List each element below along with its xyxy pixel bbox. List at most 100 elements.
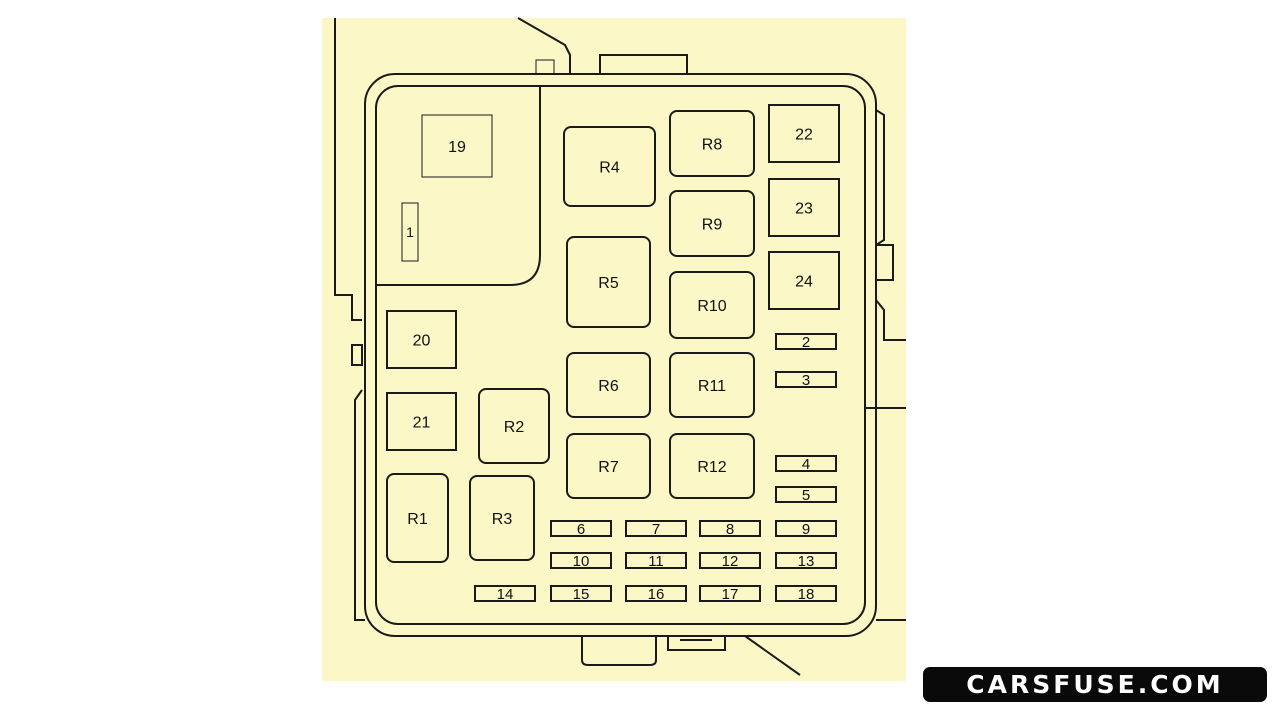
relay-label: R8: [702, 136, 723, 153]
mini-fuse-label: 2: [802, 334, 810, 351]
relay-label: R2: [504, 419, 525, 436]
mini-fuse-label: 16: [648, 586, 665, 603]
relay-outline: [669, 110, 755, 177]
fuse-22: 22: [768, 104, 840, 163]
relay-r7: R7: [566, 433, 651, 499]
mini-fuse-11: 11: [625, 552, 687, 570]
mini-fuse-label: 12: [722, 553, 739, 570]
relay-label: R5: [598, 275, 619, 292]
mini-fuse-5: 5: [775, 486, 837, 504]
relay-outline: [563, 126, 656, 207]
mini-fuse-9: 9: [775, 520, 837, 538]
mini-fuse-outline: [550, 552, 612, 569]
mini-fuse-outline: [699, 552, 761, 569]
mini-fuse-label: 8: [726, 521, 734, 538]
relay-r3: R3: [469, 475, 535, 561]
relay-outline: [566, 352, 651, 418]
relay-outline: [669, 352, 755, 418]
mini-fuse-label: 9: [802, 521, 810, 538]
mini-fuse-outline: [474, 585, 536, 602]
relay-r10: R10: [669, 271, 755, 339]
mini-fuse-outline: [550, 585, 612, 602]
mini-fuse-outline: [550, 520, 612, 537]
relay-r11: R11: [669, 352, 755, 418]
fuse-label: 22: [795, 126, 813, 143]
relay-label: R4: [599, 159, 620, 176]
mini-fuse-10: 10: [550, 552, 612, 570]
mini-fuse-label: 6: [577, 521, 585, 538]
relay-label: R9: [702, 216, 723, 233]
mini-fuse-outline: [775, 455, 837, 472]
mini-fuse-label: 7: [652, 521, 660, 538]
mini-fuse-7: 7: [625, 520, 687, 538]
mini-fuse-6: 6: [550, 520, 612, 538]
relay-r4: R4: [563, 126, 656, 207]
fuse-21: 21: [386, 392, 457, 451]
mini-fuse-label: 13: [798, 553, 815, 570]
mini-fuse-label: 4: [802, 456, 810, 473]
mini-fuse-label: 17: [722, 586, 739, 603]
fuse-outline: [768, 178, 840, 237]
components-layer: 1920212223241R1R2R3R4R5R6R7R8R9R10R11R12…: [386, 104, 840, 603]
mini-fuse-17: 17: [699, 585, 761, 603]
relay-r2: R2: [478, 388, 550, 464]
mini-fuse-label: 15: [573, 586, 590, 603]
relay-label: R6: [598, 378, 619, 395]
mini-fuse-label: 14: [497, 586, 514, 603]
fuse-24: 24: [768, 251, 840, 310]
carsfuse-logo: carsfuse.com: [923, 667, 1267, 702]
relay-r1: R1: [386, 473, 449, 563]
relay-outline: [566, 236, 651, 328]
mini-fuse-outline: [699, 520, 761, 537]
relay-outline: [478, 388, 550, 464]
relay-label: R1: [407, 511, 428, 528]
mini-fuse-label: 18: [798, 586, 815, 603]
fuse-23: 23: [768, 178, 840, 237]
mini-fuse-outline: [775, 520, 837, 537]
fuse-label: 23: [795, 200, 813, 217]
mini-fuse-3: 3: [775, 371, 837, 389]
mini-fuse-15: 15: [550, 585, 612, 603]
fuse-label: 1: [406, 224, 414, 240]
mini-fuse-2: 2: [775, 333, 837, 351]
fuse-label: 24: [795, 273, 813, 290]
mini-fuse-outline: [775, 486, 837, 503]
relay-r8: R8: [669, 110, 755, 177]
relay-outline: [669, 433, 755, 499]
mini-fuse-14: 14: [474, 585, 536, 603]
fuse-outline: [768, 104, 840, 163]
fuse-19: 19: [421, 114, 493, 178]
mini-fuse-label: 5: [802, 487, 810, 504]
mini-fuse-16: 16: [625, 585, 687, 603]
mini-fuse-13: 13: [775, 552, 837, 570]
relay-label: R7: [598, 459, 619, 476]
housing-outline: [334, 17, 906, 676]
relay-label: R3: [492, 511, 513, 528]
relay-outline: [669, 190, 755, 257]
mini-fuse-8: 8: [699, 520, 761, 538]
fuse-1: 1: [401, 202, 419, 262]
relay-r6: R6: [566, 352, 651, 418]
fuse-outline: [401, 202, 419, 262]
fuse-label: 19: [448, 139, 466, 156]
fuse-outline: [768, 251, 840, 310]
mini-fuse-outline: [775, 552, 837, 569]
relay-r5: R5: [566, 236, 651, 328]
fuse-label: 20: [413, 332, 431, 349]
mini-fuse-18: 18: [775, 585, 837, 603]
fuse-outline: [386, 310, 457, 369]
mini-fuse-outline: [775, 585, 837, 602]
mini-fuse-12: 12: [699, 552, 761, 570]
mini-fuse-outline: [775, 371, 837, 388]
relay-r9: R9: [669, 190, 755, 257]
mini-fuse-4: 4: [775, 455, 837, 473]
relay-outline: [469, 475, 535, 561]
mini-fuse-outline: [625, 552, 687, 569]
relay-label: R10: [697, 298, 726, 315]
relay-outline: [386, 473, 449, 563]
mini-fuse-outline: [625, 585, 687, 602]
fuse-20: 20: [386, 310, 457, 369]
fuse-label: 21: [413, 414, 431, 431]
